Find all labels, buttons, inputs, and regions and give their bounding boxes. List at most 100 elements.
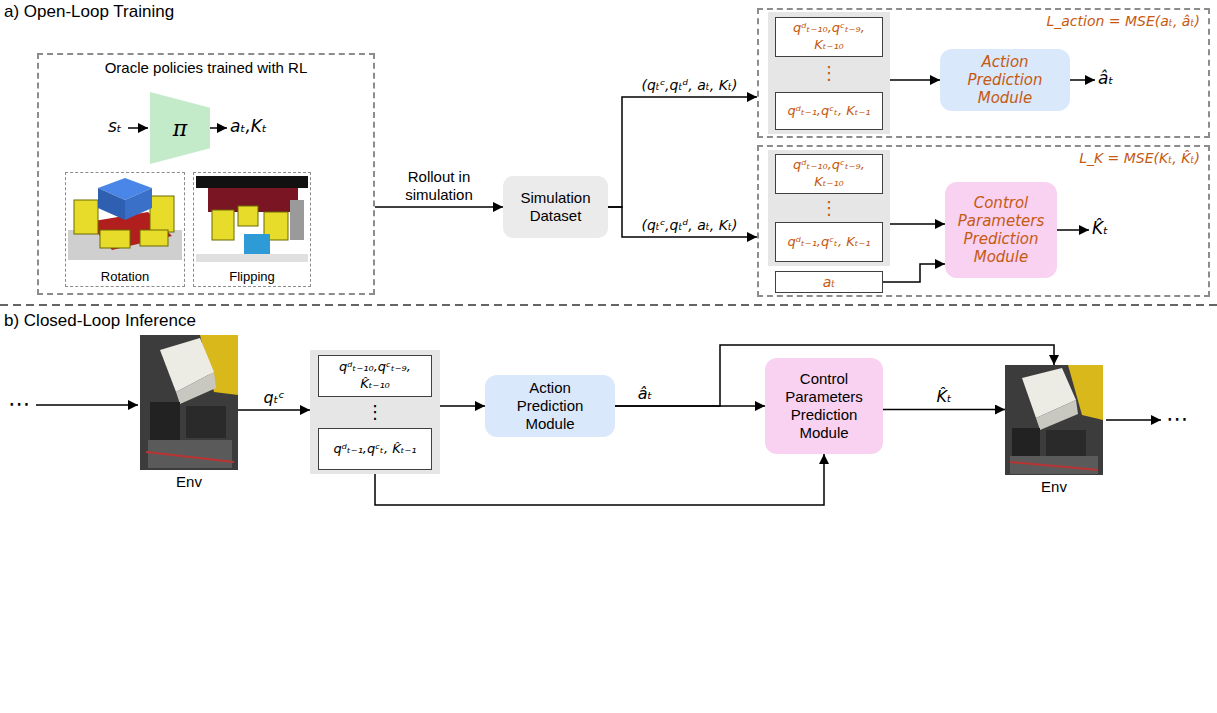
node-text: qᵈₜ₋₁₀,qᶜₜ₋₉, Kₜ₋₁₀	[780, 20, 878, 54]
connector	[440, 405, 485, 407]
illustration-frame: Rotation	[65, 172, 185, 287]
node-text: Flipping	[226, 269, 278, 284]
control-module: Control Parameters Prediction Module	[945, 182, 1057, 278]
env-photo: Env	[140, 335, 238, 470]
node-text: aₜ	[823, 274, 836, 290]
node-text: Env	[1005, 478, 1103, 495]
node-text: Action Prediction Module	[503, 379, 597, 433]
group-box: Oracle policies trained with RL πRotation…	[37, 53, 375, 295]
section-label: a) Open-Loop Training	[4, 2, 174, 22]
math-label: aₜ,Kₜ	[230, 116, 267, 136]
connector	[890, 79, 940, 81]
loss-group-box: L_action = MSE(aₜ, âₜ) ⋮ qᵈₜ₋₁₀,qᶜₜ₋₉, Kₜ₋…	[757, 8, 1210, 138]
edge-label: K̂ₜ	[934, 387, 953, 406]
flipping-illustration	[196, 176, 308, 262]
cube-side	[1036, 400, 1078, 430]
floor	[196, 254, 308, 262]
cube	[244, 234, 270, 254]
cube-side	[125, 188, 152, 220]
history-box: qᵈₜ₋₁,qᶜₜ, Kₜ₋₁	[775, 222, 883, 262]
section-label: b) Closed-Loop Inference	[4, 311, 196, 331]
loss-group-box: L_K = MSE(Kₜ, K̂ₜ)⋮qᵈₜ₋₁₀,qᶜₜ₋₉, Kₜ₋₁₀qᵈ…	[757, 145, 1210, 297]
node-text: Rotation	[98, 269, 152, 284]
output-arrow	[210, 127, 227, 129]
connector	[608, 97, 757, 207]
continuation-dots: ⋯	[1166, 406, 1188, 432]
section-separator	[0, 304, 1217, 306]
policy-network: π	[150, 92, 210, 164]
math-label: K̂ₜ	[1092, 218, 1108, 238]
finger	[212, 210, 234, 240]
connector	[375, 206, 503, 208]
node-text: qᵈₜ₋₁₀,qᶜₜ₋₉, Kₜ₋₁₀	[780, 157, 878, 191]
cube-side	[98, 188, 125, 220]
action-module: Action Prediction Module	[485, 375, 615, 437]
ceiling	[196, 176, 308, 188]
finger	[238, 206, 258, 226]
node-text: Action Prediction Module	[958, 53, 1052, 107]
node-text: π	[173, 116, 187, 141]
history-box: qᵈₜ₋₁,qᶜₜ, Kₜ₋₁	[775, 92, 883, 130]
rotation-illustration	[68, 178, 182, 260]
math-label: âₜ	[1098, 68, 1113, 88]
dataset-box: Simulation Dataset	[503, 176, 608, 238]
flow-arrow	[1106, 419, 1161, 421]
edge-label: qₜᶜ	[262, 388, 287, 407]
history-box: qᵈₜ₋₁₀,qᶜₜ₋₉, Kₜ₋₁₀	[775, 154, 883, 194]
input-arrow	[128, 127, 148, 129]
node-text: qᵈₜ₋₁₀,qᶜₜ₋₉, K̂ₜ₋₁₀	[323, 359, 427, 393]
history-panel: ⋮ qᵈₜ₋₁₀,qᶜₜ₋₉, K̂ₜ₋₁₀ qᵈₜ₋₁,qᶜₜ, K̂ₜ₋₁	[310, 350, 440, 474]
node-text: ⋮	[820, 64, 838, 82]
finger	[150, 402, 180, 440]
finger	[186, 406, 226, 438]
env-photo: Env	[1005, 365, 1103, 475]
continuation-dots: ⋯	[8, 391, 30, 417]
edge-label: âₜ	[636, 384, 655, 403]
node-text: Oracle policies trained with RL	[105, 59, 308, 76]
edge-label: (qₜᶜ,qₜᵈ, aₜ, Kₜ)	[639, 217, 739, 234]
finger	[150, 196, 174, 232]
history-panel: ⋮ qᵈₜ₋₁₀,qᶜₜ₋₉, Kₜ₋₁₀ qᵈₜ₋₁,qᶜₜ, Kₜ₋₁	[768, 12, 890, 134]
trapezoid-shape	[150, 92, 210, 164]
node-text: ⋮	[366, 403, 384, 421]
wire	[146, 452, 234, 462]
node-text: Control Parameters Prediction Module	[951, 194, 1051, 266]
node-text: Simulation Dataset	[511, 189, 600, 225]
action-module: Action Prediction Module	[940, 49, 1070, 111]
output-arrow	[1057, 229, 1089, 231]
history-box: qᵈₜ₋₁₀,qᶜₜ₋₉, Kₜ₋₁₀	[775, 17, 883, 57]
node-text: L_action = MSE(aₜ, âₜ)	[1046, 13, 1200, 29]
node-text: qᵈₜ₋₁,qᶜₜ, K̂ₜ₋₁	[333, 441, 416, 458]
env-photo-right	[1005, 365, 1103, 475]
output-arrow	[1070, 79, 1095, 81]
finger	[1012, 428, 1040, 456]
wire	[1010, 462, 1098, 470]
edge-label: (qₜᶜ,qₜᵈ, aₜ, Kₜ)	[639, 77, 739, 94]
input-box: aₜ	[775, 271, 883, 293]
history-box: qᵈₜ₋₁₀,qᶜₜ₋₉, K̂ₜ₋₁₀	[318, 355, 432, 397]
photo-background	[140, 335, 238, 470]
flow-arrow	[36, 404, 138, 406]
cube-side	[176, 372, 216, 404]
connector	[238, 409, 310, 411]
history-panel: ⋮ qᵈₜ₋₁₀,qᶜₜ₋₉, Kₜ₋₁₀ qᵈₜ₋₁,qᶜₜ, Kₜ₋₁	[768, 150, 890, 266]
node-text: qᵈₜ₋₁,qᶜₜ, Kₜ₋₁	[787, 234, 870, 251]
illustration-frame: Flipping	[193, 172, 311, 287]
finger	[1046, 430, 1086, 456]
connector	[375, 454, 824, 505]
connector	[883, 409, 1005, 411]
finger	[100, 230, 130, 248]
edge-label: Rollout in simulation	[385, 168, 493, 204]
node-text: Env	[140, 473, 238, 490]
node-text: Control Parameters Prediction Module	[771, 370, 877, 442]
node-text: qᵈₜ₋₁,qᶜₜ, Kₜ₋₁	[787, 103, 870, 120]
finger	[140, 230, 168, 246]
control-module: Control Parameters Prediction Module	[765, 358, 883, 454]
history-box: qᵈₜ₋₁,qᶜₜ, K̂ₜ₋₁	[318, 428, 432, 470]
connector	[608, 207, 757, 237]
node-text: ⋮	[820, 199, 838, 217]
connector	[883, 264, 945, 282]
hand-base	[1010, 456, 1098, 474]
env-photo-left	[140, 335, 238, 470]
